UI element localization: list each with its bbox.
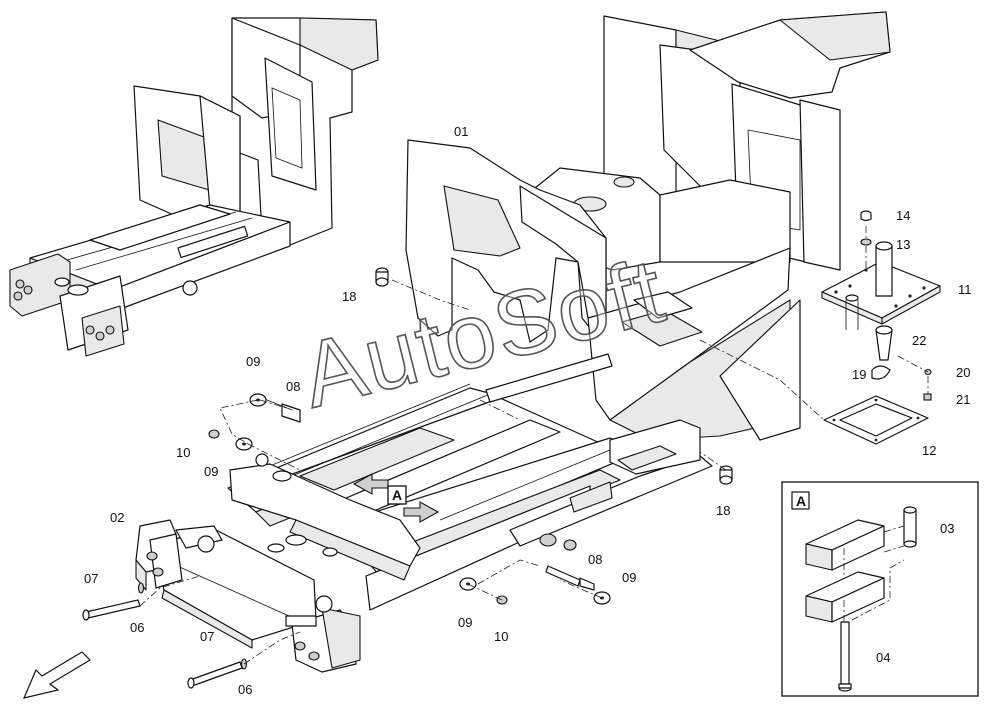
callout-18-b: 18 (716, 503, 730, 518)
callout-18-a: 18 (342, 289, 356, 304)
front-plate-assembly (135, 519, 361, 673)
bolt-07-upper (82, 599, 141, 621)
callout-04: 04 (876, 650, 890, 665)
callout-08-a: 08 (286, 379, 300, 394)
detail-box-a (781, 481, 979, 697)
nut-10-a (208, 429, 220, 439)
callout-07-a: 07 (84, 571, 98, 586)
callout-13: 13 (896, 237, 910, 252)
detail-marker-a: A (387, 485, 407, 505)
callout-12: 12 (922, 443, 936, 458)
callout-02: 02 (110, 510, 124, 525)
pin-03 (903, 509, 917, 545)
callout-10-b: 10 (494, 629, 508, 644)
callout-09-a: 09 (246, 354, 260, 369)
callout-19: 19 (852, 367, 866, 382)
leader-lines (139, 226, 929, 665)
bolt-08-right (545, 565, 595, 591)
part-21 (923, 393, 932, 401)
callout-06-b: 06 (238, 682, 252, 697)
bushing-18-lower (719, 465, 733, 485)
callout-21: 21 (956, 392, 970, 407)
bolt-07-lower (187, 661, 243, 689)
plate-group (821, 210, 941, 445)
clip-19 (871, 365, 891, 380)
detail-box-a-label: A (796, 493, 806, 509)
washer-06-a (137, 582, 145, 594)
callout-20: 20 (956, 365, 970, 380)
callout-10-a: 10 (176, 445, 190, 460)
bolt-08-left (261, 397, 301, 423)
overview-assembly (9, 17, 379, 357)
washer-13 (860, 238, 872, 246)
callout-14: 14 (896, 208, 910, 223)
callout-09-b: 09 (204, 464, 218, 479)
callout-labels: 01 02 03 04 06 06 07 07 08 08 09 09 09 0… (84, 124, 972, 697)
callout-09-c: 09 (458, 615, 472, 630)
callout-08-b: 08 (588, 552, 602, 567)
bushing-18-upper (375, 267, 389, 287)
callout-06-a: 06 (130, 620, 144, 635)
bolt-04 (838, 621, 852, 692)
callout-11: 11 (958, 282, 972, 297)
callout-01: 01 (454, 124, 468, 139)
callout-09-d: 09 (622, 570, 636, 585)
front-direction-arrow (22, 651, 91, 699)
callout-22: 22 (912, 333, 926, 348)
main-frame-assembly (227, 11, 891, 611)
callout-07-b: 07 (200, 629, 214, 644)
fasteners (82, 267, 733, 689)
callout-03: 03 (940, 521, 954, 536)
detail-marker-a-label: A (392, 487, 402, 503)
